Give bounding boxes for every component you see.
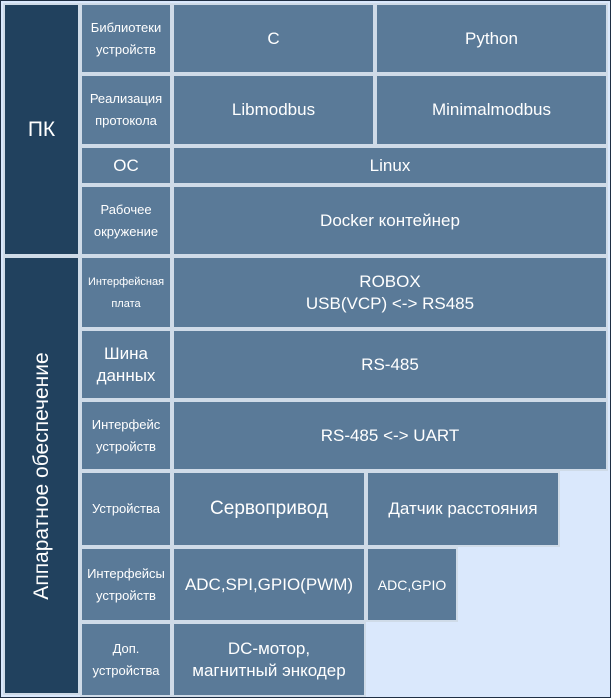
row-label-protocol-line-2: протокола — [95, 113, 157, 128]
cell-dc-motor-line-2: магнитный энкодер — [192, 660, 346, 680]
group-hardware-label: Аппаратное обеспечение — [29, 351, 53, 600]
row-label-device-interface: Интерфейс устройств — [80, 400, 172, 471]
cell-python: Python — [375, 3, 608, 74]
row-label-device-interfaces: Интерфейсы устройств — [80, 547, 172, 622]
cell-dc-motor-line-1: DC-мотор, — [227, 638, 311, 658]
row-label-devices: Устройства — [80, 471, 172, 547]
row-label-libraries-line-2: устройств — [96, 41, 156, 57]
cell-distance-sensor: Датчик расстояния — [366, 471, 560, 547]
cell-robox: ROBOX USB(VCP) <-> RS485 — [172, 256, 608, 329]
row-label-data-bus: Шина данных — [80, 329, 172, 400]
row-label-environment-line-2: окружение — [93, 223, 159, 239]
cell-linux: Linux — [172, 146, 608, 185]
row-label-data-bus-line-1: Шина — [104, 343, 148, 363]
row-label-interface-board-line-1: Интерфейсная — [87, 275, 165, 288]
cell-libmodbus: Libmodbus — [172, 74, 375, 146]
cell-dc-motor: DC-мотор, магнитный энкодер — [172, 622, 366, 697]
row-label-extra-devices-line-1: Доп. — [112, 640, 140, 656]
row-label-libraries-line-1: Библиотеки — [90, 19, 162, 35]
row-label-interface-board-line-2: плата — [111, 297, 141, 310]
group-pc: ПК — [3, 3, 80, 256]
cell-rs485: RS-485 — [172, 329, 608, 400]
row-label-extra-devices: Доп. устройства — [80, 622, 172, 697]
row-label-data-bus-line-2: данных — [96, 365, 156, 385]
row-label-interface-board: Интерфейсная плата — [80, 256, 172, 329]
row-label-extra-devices-line-2: устройства — [92, 662, 160, 678]
cell-docker: Docker контейнер — [172, 185, 608, 256]
row-label-protocol: Реализация протокола — [80, 74, 172, 146]
row-label-os: ОС — [80, 146, 172, 185]
group-hardware: Аппаратное обеспечение — [3, 256, 80, 695]
cell-robox-line-1: ROBOX — [359, 271, 421, 291]
row-label-environment: Рабочее окружение — [80, 185, 172, 256]
cell-servo-interfaces: ADC,SPI,GPIO(PWM) — [172, 547, 366, 622]
cell-c: C — [172, 3, 375, 74]
row-label-environment-line-1: Рабочее — [100, 201, 152, 217]
cell-servo: Сервопривод — [172, 471, 366, 547]
cell-sensor-interfaces: ADC,GPIO — [366, 547, 458, 622]
cell-robox-line-2: USB(VCP) <-> RS485 — [305, 293, 475, 313]
row-label-libraries: Библиотеки устройств — [80, 3, 172, 74]
row-label-device-interface-line-1: Интерфейс — [91, 416, 161, 432]
group-pc-label: ПК — [27, 118, 56, 141]
row-label-device-interfaces-line-2: устройств — [96, 587, 156, 603]
cell-minimalmodbus: Minimalmodbus — [375, 74, 608, 146]
row-label-device-interfaces-line-1: Интерфейсы — [87, 565, 165, 581]
row-label-device-interface-line-2: устройств — [96, 438, 156, 454]
cell-rs485-uart: RS-485 <-> UART — [172, 400, 608, 471]
row-label-protocol-line-1: Реализация — [89, 91, 163, 106]
